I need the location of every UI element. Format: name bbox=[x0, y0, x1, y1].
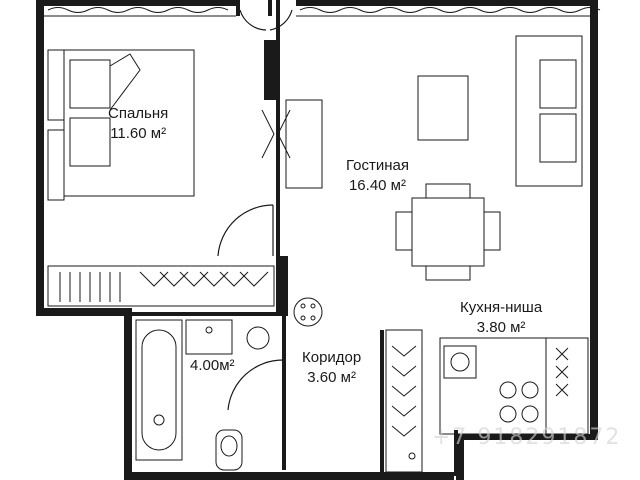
room-label-kitchen: Кухня-ниша 3.80 м² bbox=[460, 298, 542, 338]
wardrobe-bedroom bbox=[47, 265, 275, 307]
sofa bbox=[515, 35, 583, 187]
room-name: Коридор bbox=[302, 349, 362, 366]
room-name: Гостиная bbox=[346, 157, 409, 174]
windows bbox=[44, 7, 601, 17]
kitchen-counter bbox=[439, 337, 589, 435]
room-area: 16.40 м² bbox=[348, 177, 406, 194]
plant bbox=[293, 297, 323, 327]
bathroom-fixtures bbox=[135, 319, 270, 471]
dining-table-with-chairs bbox=[395, 183, 501, 281]
door-swings bbox=[217, 9, 293, 411]
room-area: 3.60 м² bbox=[307, 369, 356, 386]
room-label-living: Гостиная 16.40 м² bbox=[346, 156, 409, 196]
room-label-bathroom: 4.00м² bbox=[190, 356, 235, 376]
room-name: Спальня bbox=[108, 105, 169, 122]
watermark: +7 918291872 bbox=[432, 425, 622, 450]
coffee-table bbox=[417, 75, 469, 141]
room-area: 3.80 м² bbox=[476, 319, 526, 336]
room-area: 11.60 м² bbox=[110, 125, 167, 142]
corridor-wardrobe bbox=[385, 329, 423, 473]
room-area: 4.00м² bbox=[190, 357, 235, 374]
room-name: Кухня-ниша bbox=[460, 299, 543, 316]
hanger-icons-row bbox=[59, 271, 269, 302]
room-label-corridor: Коридор 3.60 м² bbox=[302, 348, 361, 388]
interior-walls bbox=[132, 0, 458, 476]
wall-cabinet bbox=[261, 99, 323, 189]
exterior-walls bbox=[36, 0, 598, 480]
room-label-bedroom: Спальня 11.60 м² bbox=[108, 104, 168, 144]
bed bbox=[47, 49, 195, 201]
